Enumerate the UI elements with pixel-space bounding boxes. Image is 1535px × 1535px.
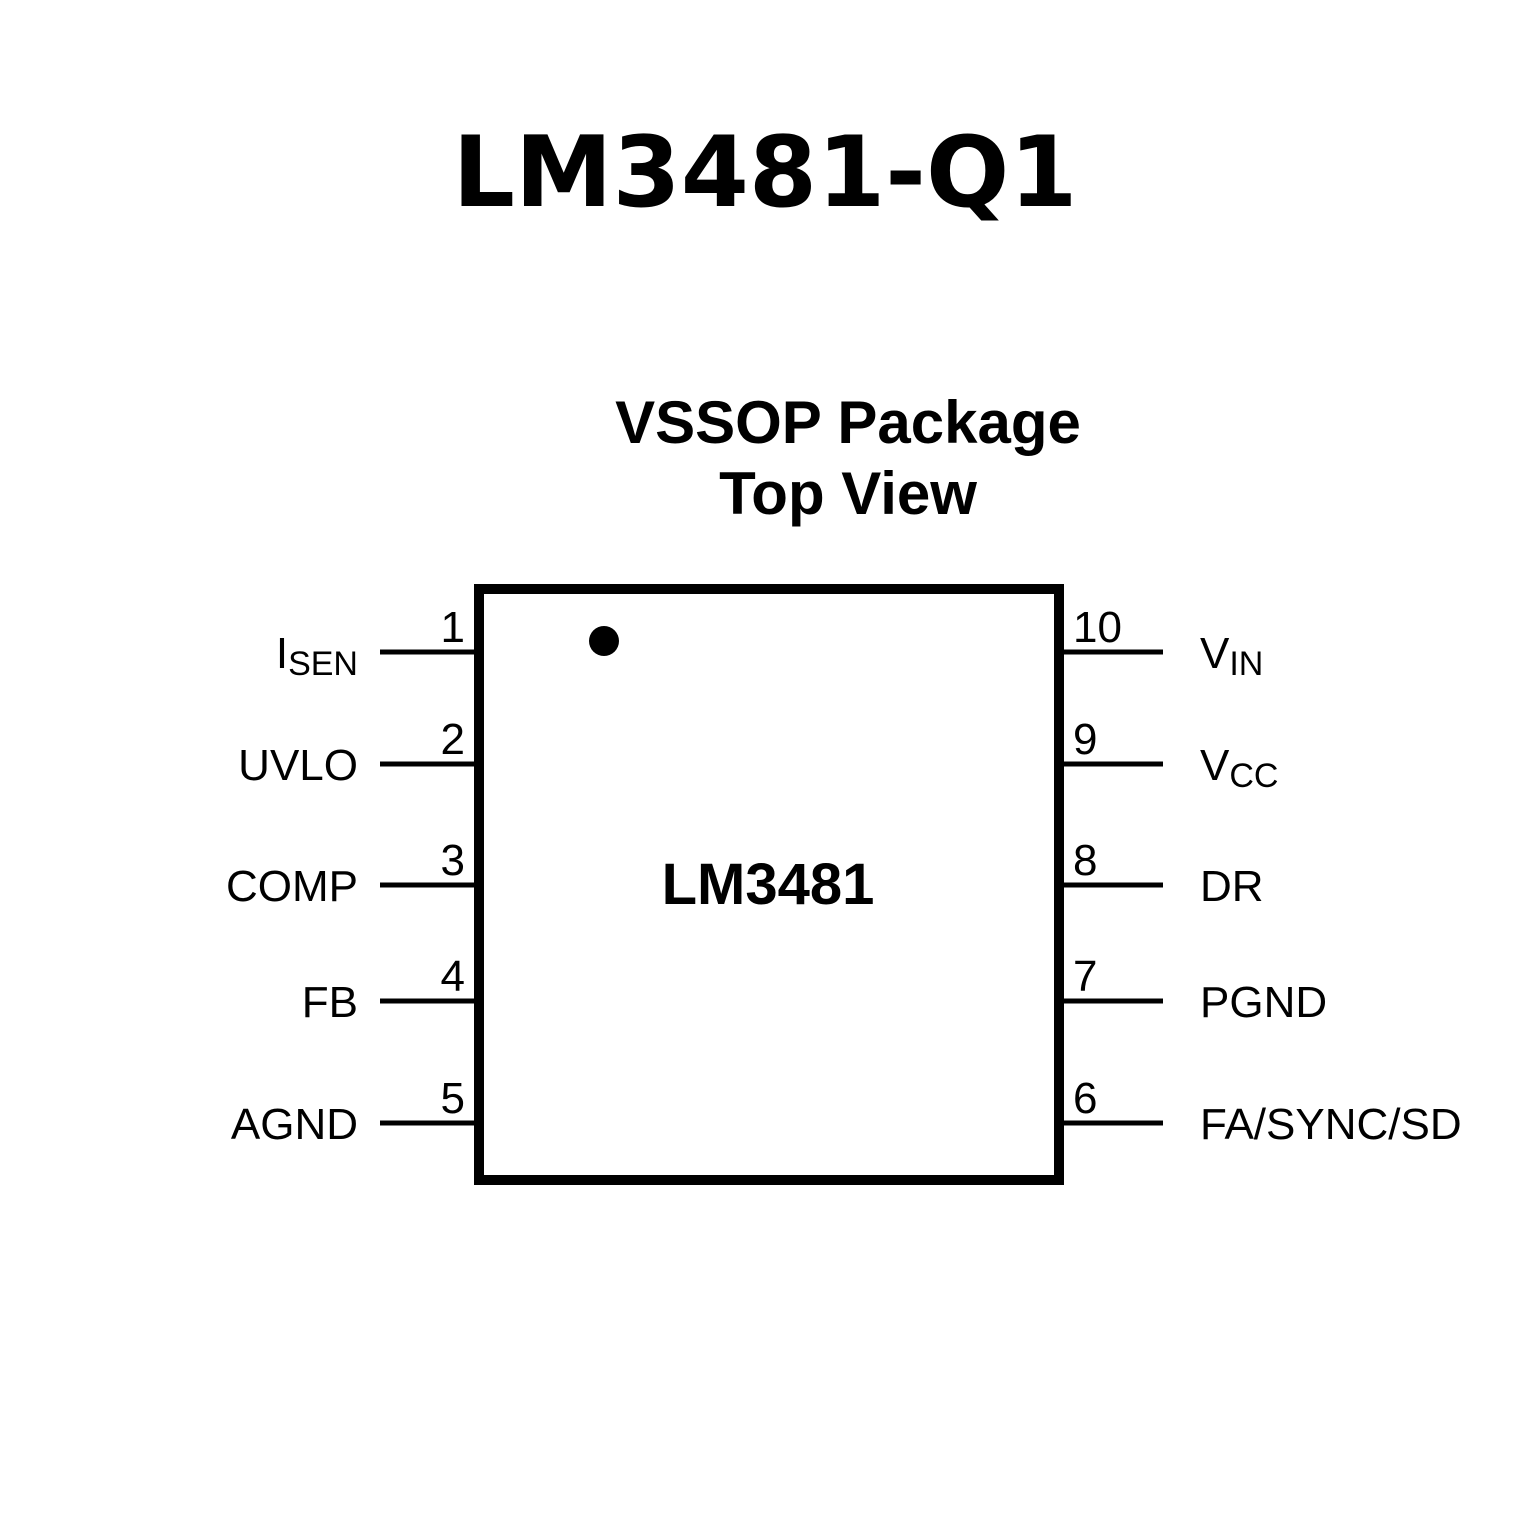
pin-name: AGND <box>231 1100 358 1149</box>
pin-label: ISEN <box>276 629 358 683</box>
chip-label: LM3481 <box>662 852 875 917</box>
pin-number: 5 <box>441 1074 465 1123</box>
pin-label: VCC <box>1200 741 1278 795</box>
pin-name: DR <box>1200 862 1264 911</box>
pin-label: COMP <box>226 862 358 911</box>
pin-name: V <box>1200 741 1230 790</box>
pin-number: 8 <box>1073 836 1097 885</box>
pin-8: 8DR <box>1063 836 1264 911</box>
diagram-title: LM3481-Q1 <box>453 116 1078 230</box>
pin1-marker-dot <box>589 626 619 656</box>
pin-label: DR <box>1200 862 1264 911</box>
pin-label: VIN <box>1200 629 1263 683</box>
pin-label: UVLO <box>238 741 358 790</box>
pin-label: FB <box>302 978 358 1027</box>
pin-name-subscript: IN <box>1229 645 1263 683</box>
pin-label: PGND <box>1200 978 1327 1027</box>
pin-label: AGND <box>231 1100 358 1149</box>
ic-body <box>474 584 1064 1185</box>
package-name: VSSOP Package <box>615 389 1081 456</box>
pin-number: 7 <box>1073 952 1097 1001</box>
view-label: Top View <box>719 460 977 527</box>
pin-name: COMP <box>226 862 358 911</box>
pin-label: FA/SYNC/SD <box>1200 1100 1462 1149</box>
pin-name: UVLO <box>238 741 358 790</box>
pin-name: FB <box>302 978 358 1027</box>
pin-number: 9 <box>1073 715 1097 764</box>
pin-6: 6FA/SYNC/SD <box>1063 1074 1462 1149</box>
pin-number: 6 <box>1073 1074 1097 1123</box>
pin-name: FA/SYNC/SD <box>1200 1100 1462 1149</box>
pin-name: V <box>1200 629 1230 678</box>
pin-number: 4 <box>441 952 465 1001</box>
pin-number: 3 <box>441 836 465 885</box>
pin-name: PGND <box>1200 978 1327 1027</box>
pin-number: 2 <box>441 715 465 764</box>
pin-name-subscript: SEN <box>288 645 358 683</box>
pin-name: I <box>276 629 288 678</box>
pin-name-subscript: CC <box>1229 757 1278 795</box>
pin-number: 10 <box>1073 603 1122 652</box>
pin-number: 1 <box>441 603 465 652</box>
pin-4: 4FB <box>302 952 476 1027</box>
